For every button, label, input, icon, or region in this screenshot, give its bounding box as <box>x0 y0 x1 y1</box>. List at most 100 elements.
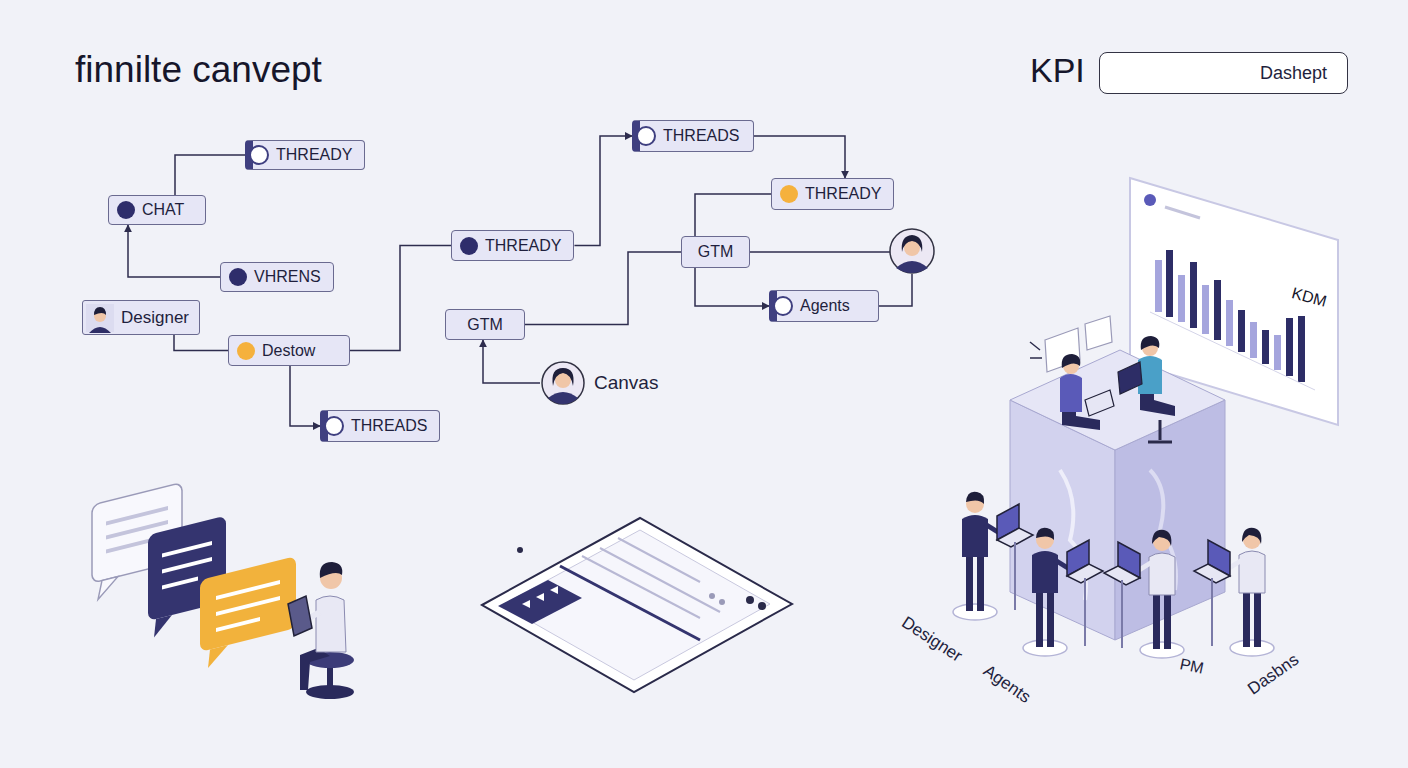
art-shape <box>1238 310 1245 352</box>
role-label: Dasbns <box>1245 651 1303 699</box>
process-box: CHAT <box>108 195 206 225</box>
art-shape <box>536 593 544 601</box>
process-box: GTM <box>681 236 750 268</box>
art-shape <box>896 261 928 273</box>
section-label: KPI <box>1030 52 1085 89</box>
art-shape <box>208 645 228 668</box>
art-shape <box>1104 530 1184 658</box>
art-shape <box>709 593 715 599</box>
seated-person <box>288 562 354 699</box>
status-dot <box>249 145 269 165</box>
art-shape <box>1214 280 1221 340</box>
status-dot <box>237 342 255 360</box>
status-dot <box>460 237 478 255</box>
process-box: Destow <box>228 335 350 366</box>
art-shape <box>582 556 700 618</box>
avatar-icon <box>540 360 586 406</box>
node-label: Designer <box>121 308 189 328</box>
connector <box>525 252 681 325</box>
status-dot <box>636 126 656 146</box>
process-box: THREADY <box>245 140 365 170</box>
art-shape <box>1023 528 1103 656</box>
art-shape <box>953 492 1033 620</box>
connector <box>695 194 771 236</box>
connector <box>128 225 220 277</box>
connector <box>695 268 769 306</box>
art-shape <box>1178 275 1185 322</box>
art-shape <box>216 598 280 614</box>
chart-panel <box>1130 178 1338 425</box>
art-shape <box>216 619 260 630</box>
art-shape <box>316 596 346 652</box>
node-label: Canvas <box>594 372 658 394</box>
status-dot <box>117 201 135 219</box>
art-shape <box>162 559 212 571</box>
art-shape <box>618 538 700 582</box>
art-shape <box>1148 441 1172 444</box>
art-shape <box>288 596 312 636</box>
art-shape <box>498 580 582 624</box>
art-shape <box>522 600 530 608</box>
art-shape <box>719 599 725 605</box>
art-shape <box>1118 362 1142 394</box>
process-box: VHRENS <box>220 262 334 292</box>
node-label: THREADY <box>485 237 561 255</box>
art-shape <box>1130 178 1338 425</box>
art-shape <box>1298 316 1305 382</box>
connector <box>290 366 320 426</box>
art-shape <box>1085 316 1112 350</box>
art-shape <box>1286 318 1293 376</box>
art-shape <box>1226 300 1233 346</box>
connector <box>754 136 845 178</box>
node-label: CHAT <box>142 201 184 219</box>
role-label: Agents <box>980 662 1034 708</box>
art-shape <box>1165 207 1200 218</box>
process-box: THREADY <box>771 178 894 210</box>
art-shape <box>1155 250 1305 382</box>
art-shape <box>1085 390 1114 416</box>
chat-bubbles <box>92 483 296 670</box>
art-shape <box>162 579 198 588</box>
art-shape <box>902 235 923 252</box>
art-shape <box>1030 342 1040 350</box>
art-shape <box>216 582 280 598</box>
process-box: THREADS <box>320 410 440 442</box>
art-shape <box>106 508 168 523</box>
node-label: GTM <box>698 243 734 261</box>
process-box: THREADS <box>632 120 754 152</box>
node-label: Dashept <box>1260 63 1327 84</box>
role-label: Designer <box>898 614 965 667</box>
node-label: THREADY <box>805 185 881 203</box>
connector <box>174 335 228 351</box>
node-label: Destow <box>262 342 315 360</box>
art-shape <box>890 229 934 273</box>
process-box: THREADY <box>451 230 574 261</box>
node-label: THREADY <box>276 146 352 164</box>
role-label: PM <box>1178 655 1205 677</box>
art-shape <box>1030 357 1042 359</box>
art-shape <box>482 518 792 692</box>
standing-workers <box>953 492 1274 658</box>
person-icon <box>85 303 115 333</box>
art-shape <box>1166 250 1173 317</box>
node-label: VHRENS <box>254 268 321 286</box>
tablet <box>482 518 792 692</box>
process-box: Designer <box>82 300 200 335</box>
art-shape <box>1250 322 1257 358</box>
art-shape <box>98 577 118 600</box>
avatar-node: Canvas <box>540 360 660 406</box>
process-box: Agents <box>769 290 879 322</box>
node-label: GTM <box>467 316 503 334</box>
art-shape <box>162 543 212 555</box>
art-shape <box>300 648 330 690</box>
page-title: finnilte canvept <box>75 50 322 91</box>
art-shape <box>1062 354 1081 368</box>
connector <box>175 155 245 195</box>
art-shape <box>1144 194 1156 206</box>
art-shape <box>1060 374 1082 412</box>
art-shape <box>517 547 523 553</box>
connector <box>350 246 451 351</box>
